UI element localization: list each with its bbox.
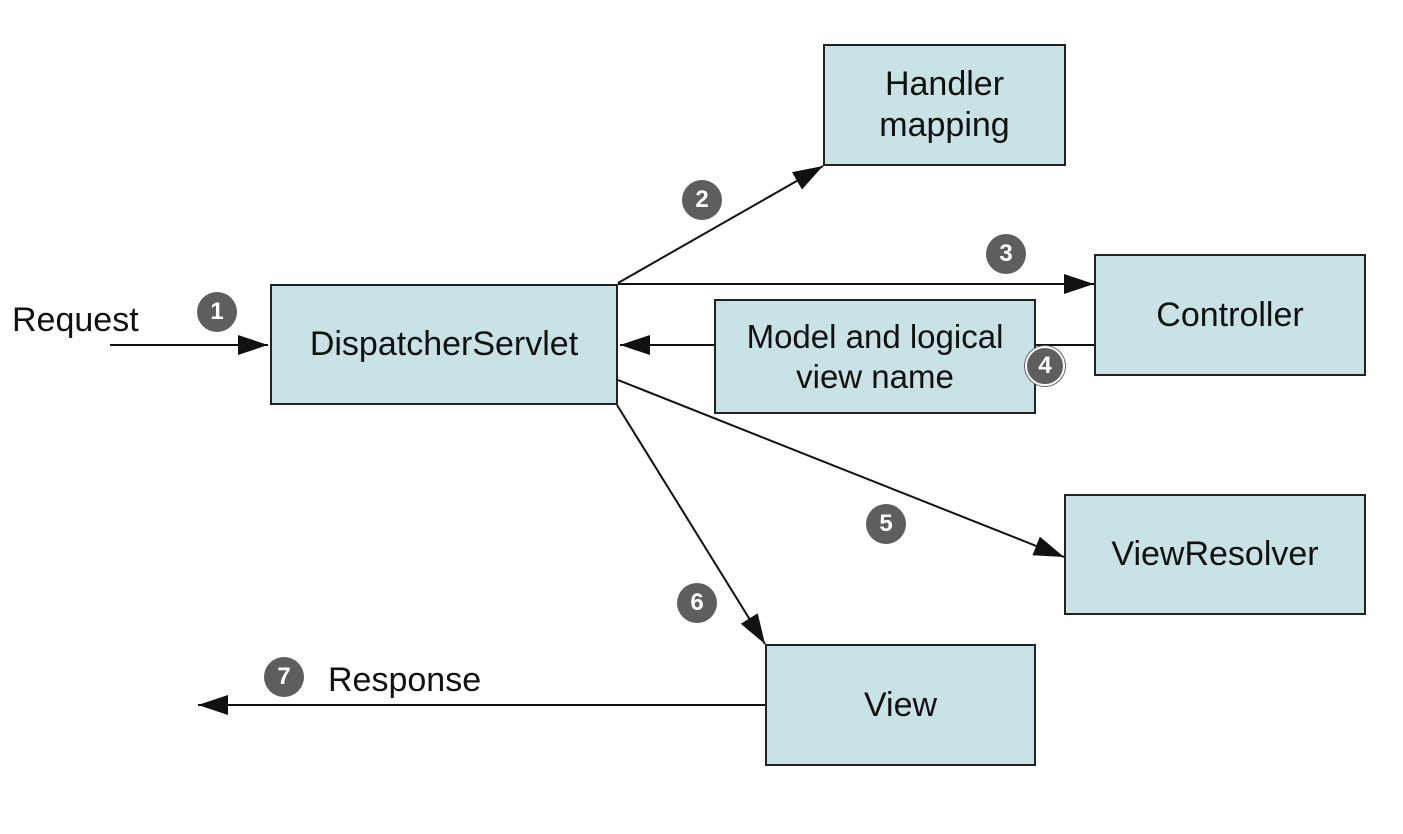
view-resolver-box: ViewResolver	[1064, 494, 1366, 615]
view-box: View	[765, 644, 1036, 766]
handler-mapping-label-line2: mapping	[879, 106, 1010, 144]
model-view-label-line2: view name	[796, 357, 954, 395]
view-label: View	[863, 685, 938, 724]
controller-box: Controller	[1094, 254, 1366, 376]
arrow-to-view-resolver	[617, 379, 1065, 558]
model-view-label-line1: Model and logical	[746, 317, 1004, 355]
arrow-to-handler-mapping	[617, 165, 824, 284]
response-label: Response	[328, 661, 482, 699]
model-and-view-name-box: Model and logical view name	[714, 299, 1036, 414]
step-badge-4: 4	[1025, 346, 1065, 386]
controller-label: Controller	[1156, 295, 1304, 334]
step-badge-2: 2	[682, 180, 722, 220]
dispatcher-servlet-box: DispatcherServlet	[270, 284, 618, 405]
dispatcher-servlet-label: DispatcherServlet	[309, 325, 579, 364]
step-badge-6: 6	[677, 583, 717, 623]
arrow-to-view	[616, 404, 766, 645]
handler-mapping-label-line1: Handler	[884, 65, 1005, 104]
step-badge-1: 1	[197, 292, 237, 332]
step-badge-7: 7	[264, 657, 304, 697]
view-resolver-label: ViewResolver	[1111, 535, 1319, 574]
step-badge-5: 5	[866, 504, 906, 544]
step-badge-3: 3	[986, 234, 1026, 274]
request-label: Request	[12, 301, 139, 339]
handler-mapping-box: Handler mapping	[823, 44, 1066, 166]
